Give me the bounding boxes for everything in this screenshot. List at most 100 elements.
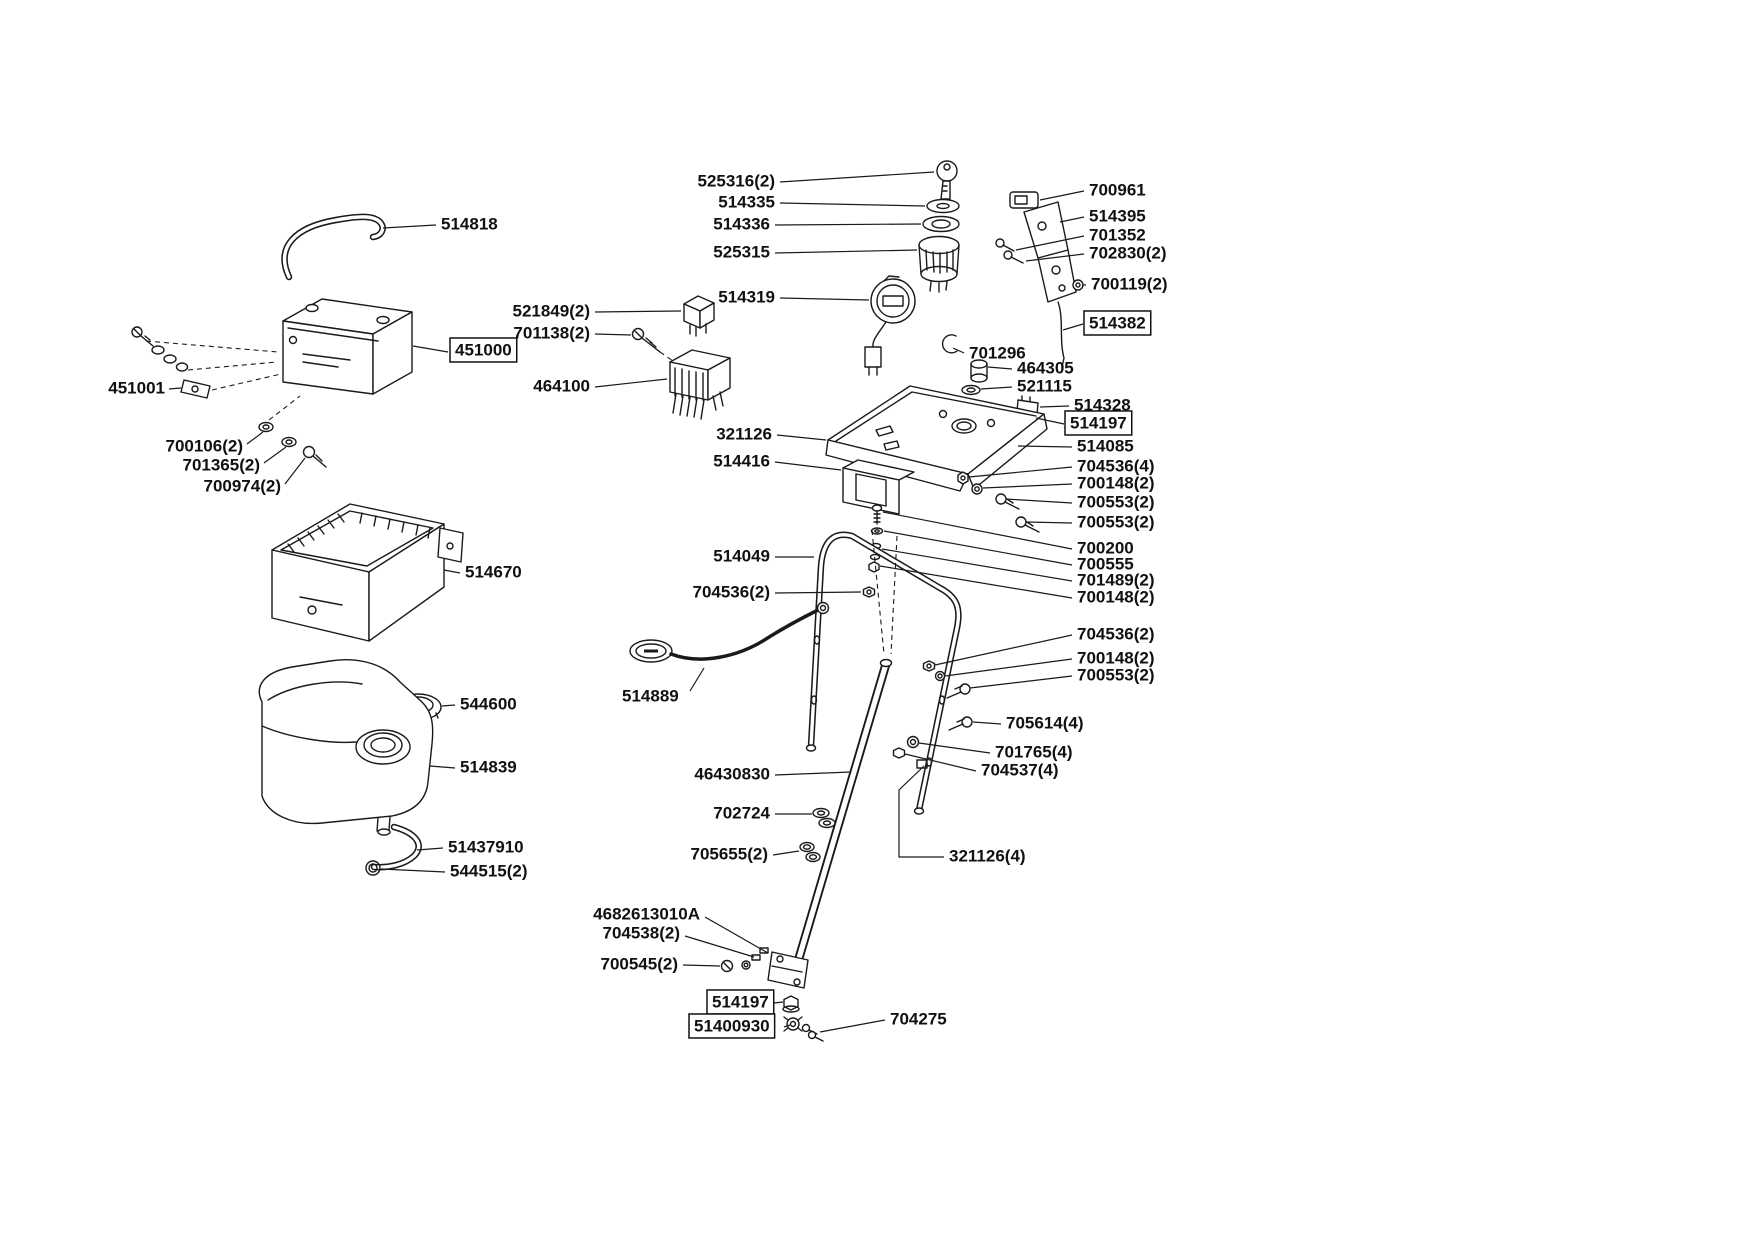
part-label: 702724 — [713, 803, 770, 822]
part-label: 4682613010A — [593, 904, 700, 923]
part-label: 704275 — [890, 1009, 947, 1028]
relay — [683, 295, 715, 337]
part-label: 514085 — [1077, 436, 1134, 455]
part-label: 702830(2) — [1089, 243, 1167, 262]
part-label: 700148(2) — [1077, 648, 1155, 667]
leader-line — [982, 483, 1073, 489]
leader-line — [918, 742, 991, 754]
part-label: 321126 — [716, 424, 772, 443]
leader-line — [969, 675, 1073, 689]
part-label: 514670 — [465, 562, 522, 581]
leader-line — [1039, 405, 1070, 408]
fuel-hose — [365, 823, 422, 876]
leader-line — [774, 223, 922, 226]
leader-line — [952, 347, 965, 354]
part-label: 700106(2) — [165, 436, 243, 455]
part-label: 525315 — [713, 242, 770, 261]
part-label: 700555 — [1077, 554, 1134, 573]
part-label: 514335 — [718, 192, 775, 211]
part-label-box — [449, 337, 518, 363]
part-label: 514197 — [712, 992, 769, 1011]
leader-line — [1005, 498, 1073, 504]
part-label: 451000 — [455, 340, 512, 359]
leader-line — [594, 378, 668, 388]
part-label-box — [1064, 410, 1133, 436]
leader-line — [168, 387, 182, 390]
part-label: 704537(4) — [981, 760, 1059, 779]
part-label: 464305 — [1017, 358, 1074, 377]
battery — [282, 298, 413, 395]
part-label: 701352 — [1089, 225, 1146, 244]
leader-line — [879, 565, 1073, 599]
bracket-screws — [995, 238, 1084, 291]
lower-nut-group — [782, 995, 824, 1042]
switch-washer — [922, 215, 960, 233]
part-label: 704536(2) — [1077, 624, 1155, 643]
leader-line — [246, 431, 264, 445]
part-label: 700553(2) — [1077, 665, 1155, 684]
part-label-box — [1083, 310, 1152, 336]
shaft-top-hardware — [862, 504, 884, 598]
part-label: 701489(2) — [1077, 570, 1155, 589]
part-label: 700974(2) — [203, 476, 281, 495]
part-label: 544600 — [460, 694, 517, 713]
retainer-clip — [941, 334, 958, 354]
hour-meter — [864, 275, 916, 376]
leader-line — [689, 667, 705, 692]
frame-fasteners-right — [892, 660, 973, 769]
battery-hold-down-hardware — [131, 326, 282, 399]
part-label: 46430830 — [694, 764, 770, 783]
leader-line — [882, 511, 1073, 550]
interlock-wire — [1057, 301, 1065, 368]
leader-line — [819, 1019, 886, 1033]
part-label: 321126(4) — [949, 846, 1026, 865]
leader-line — [774, 591, 862, 594]
part-label: 51437910 — [448, 837, 524, 856]
leader-line — [704, 916, 769, 954]
support-bracket — [842, 459, 915, 515]
part-label: 514416 — [713, 451, 770, 470]
leader-line — [944, 658, 1073, 677]
leader-line — [772, 850, 800, 856]
leader-line — [1017, 445, 1073, 448]
part-labels: 514818525316(2)5143355143365253157009615… — [108, 171, 1168, 1039]
leader-line — [594, 333, 632, 336]
leader-line — [429, 765, 456, 769]
part-label: 514319 — [718, 287, 775, 306]
leader-line — [968, 466, 1073, 478]
leader-line — [1059, 216, 1085, 223]
mount-bracket — [1023, 201, 1077, 303]
leader-line — [904, 753, 977, 772]
part-label: 705655(2) — [690, 844, 768, 863]
leader-line — [441, 704, 456, 707]
leader-line — [1062, 323, 1084, 331]
leader-line — [934, 634, 1073, 666]
leader-line — [987, 366, 1013, 370]
leader-line — [382, 224, 437, 229]
part-label: 514049 — [713, 546, 770, 565]
part-label: 514197 — [1070, 413, 1127, 432]
leader-line — [898, 765, 944, 858]
steering-shaft — [789, 529, 898, 980]
leader-lines — [168, 171, 1086, 1033]
part-label: 525316(2) — [697, 171, 775, 190]
spacer-bushing — [970, 359, 988, 383]
flat-washer — [961, 384, 981, 396]
part-label: 514328 — [1074, 395, 1131, 414]
mount-screw — [631, 327, 677, 364]
leader-line — [416, 847, 444, 851]
battery-box — [271, 503, 464, 642]
leader-line — [380, 868, 446, 873]
console-panel — [825, 385, 1048, 492]
ignition-key — [936, 160, 958, 200]
part-label: 704536(2) — [692, 582, 770, 601]
part-label: 514382 — [1089, 313, 1146, 332]
part-label: 701765(4) — [995, 742, 1073, 761]
fuel-tank — [258, 659, 434, 836]
battery-mount-washers — [258, 395, 327, 468]
shaft-washers — [799, 807, 836, 863]
part-label: 705614(4) — [1006, 713, 1084, 732]
leader-line — [443, 569, 461, 574]
leader-line — [779, 297, 870, 301]
